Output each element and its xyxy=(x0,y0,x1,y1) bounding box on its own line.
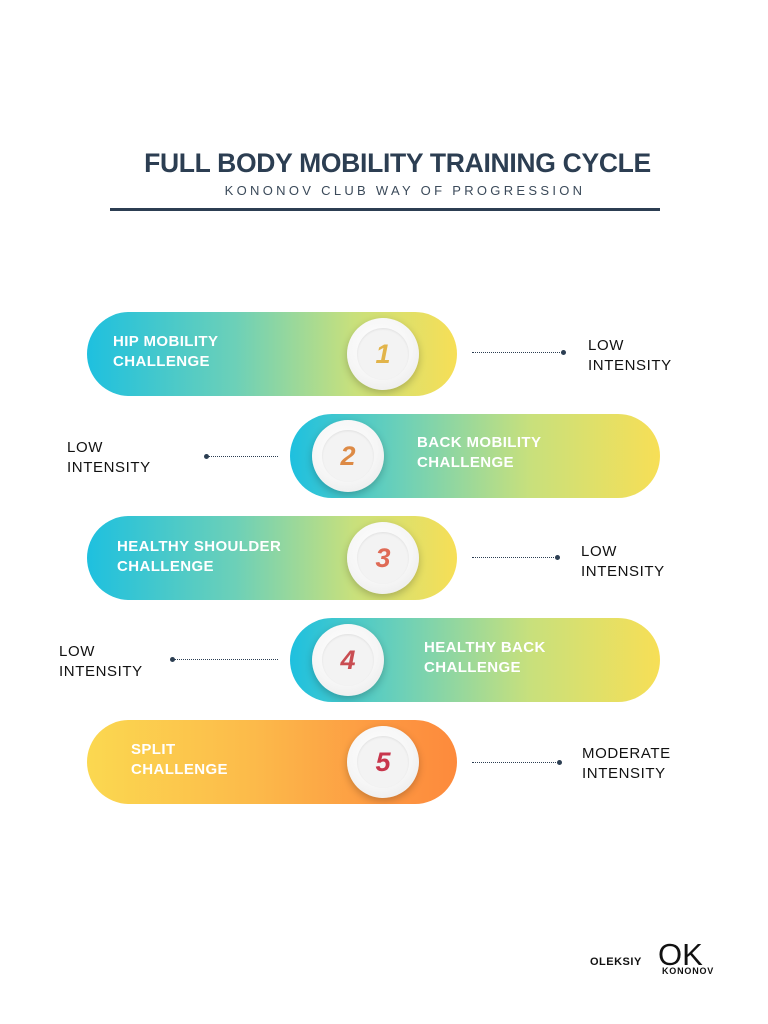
step-5-intensity: MODERATE INTENSITY xyxy=(582,745,671,782)
step-4-intensity: LOW INTENSITY xyxy=(59,643,143,680)
step-2-connector-dot xyxy=(204,454,209,459)
step-5-number-badge: 5 xyxy=(347,726,419,798)
step-2-number-badge: 2 xyxy=(312,420,384,492)
step-3-number: 3 xyxy=(357,532,409,584)
step-2-number: 2 xyxy=(322,430,374,482)
step-4-pill: 4 HEALTHY BACK CHALLENGE xyxy=(290,618,660,702)
step-3-number-badge: 3 xyxy=(347,522,419,594)
step-5-connector xyxy=(472,762,558,763)
step-1-label: HIP MOBILITY CHALLENGE xyxy=(113,333,219,370)
logo-first-name: OLEKSIY xyxy=(590,956,642,968)
title-underline xyxy=(110,208,660,211)
step-3-connector xyxy=(472,557,556,558)
step-2-intensity: LOW INTENSITY xyxy=(67,439,151,476)
page-subtitle: KONONOV CLUB WAY OF PROGRESSION xyxy=(224,183,586,198)
logo-ok-mark: OK xyxy=(658,938,703,968)
step-2-connector xyxy=(208,456,278,457)
step-4-label: HEALTHY BACK CHALLENGE xyxy=(424,639,546,676)
logo-mark-text: OK xyxy=(658,938,703,968)
brand-logo: OLEKSIY OK KONONOV xyxy=(590,938,730,978)
step-3-pill: HEALTHY SHOULDER CHALLENGE 3 xyxy=(87,516,457,600)
page-title: FULL BODY MOBILITY TRAINING CYCLE xyxy=(144,148,651,178)
step-3-label: HEALTHY SHOULDER CHALLENGE xyxy=(117,538,282,575)
step-3-connector-dot xyxy=(555,555,560,560)
step-4-number-badge: 4 xyxy=(312,624,384,696)
step-4-number: 4 xyxy=(322,634,374,686)
step-5-pill: SPLIT CHALLENGE 5 xyxy=(87,720,457,804)
step-5-number: 5 xyxy=(357,736,409,788)
step-4-connector-dot xyxy=(170,657,175,662)
step-1-number-badge: 1 xyxy=(347,318,419,390)
logo-last-name: KONONOV xyxy=(662,966,715,976)
step-1-connector-dot xyxy=(561,350,566,355)
step-2-pill: 2 BACK MOBILITY CHALLENGE xyxy=(290,414,660,498)
step-5-label: SPLIT CHALLENGE xyxy=(131,741,228,778)
step-1-pill: HIP MOBILITY CHALLENGE 1 xyxy=(87,312,457,396)
step-4-connector xyxy=(174,659,278,660)
step-1-intensity: LOW INTENSITY xyxy=(588,337,672,374)
step-5-connector-dot xyxy=(557,760,562,765)
step-1-number: 1 xyxy=(357,328,409,380)
step-1-connector xyxy=(472,352,562,353)
step-2-label: BACK MOBILITY CHALLENGE xyxy=(417,434,542,471)
step-3-intensity: LOW INTENSITY xyxy=(581,543,665,580)
